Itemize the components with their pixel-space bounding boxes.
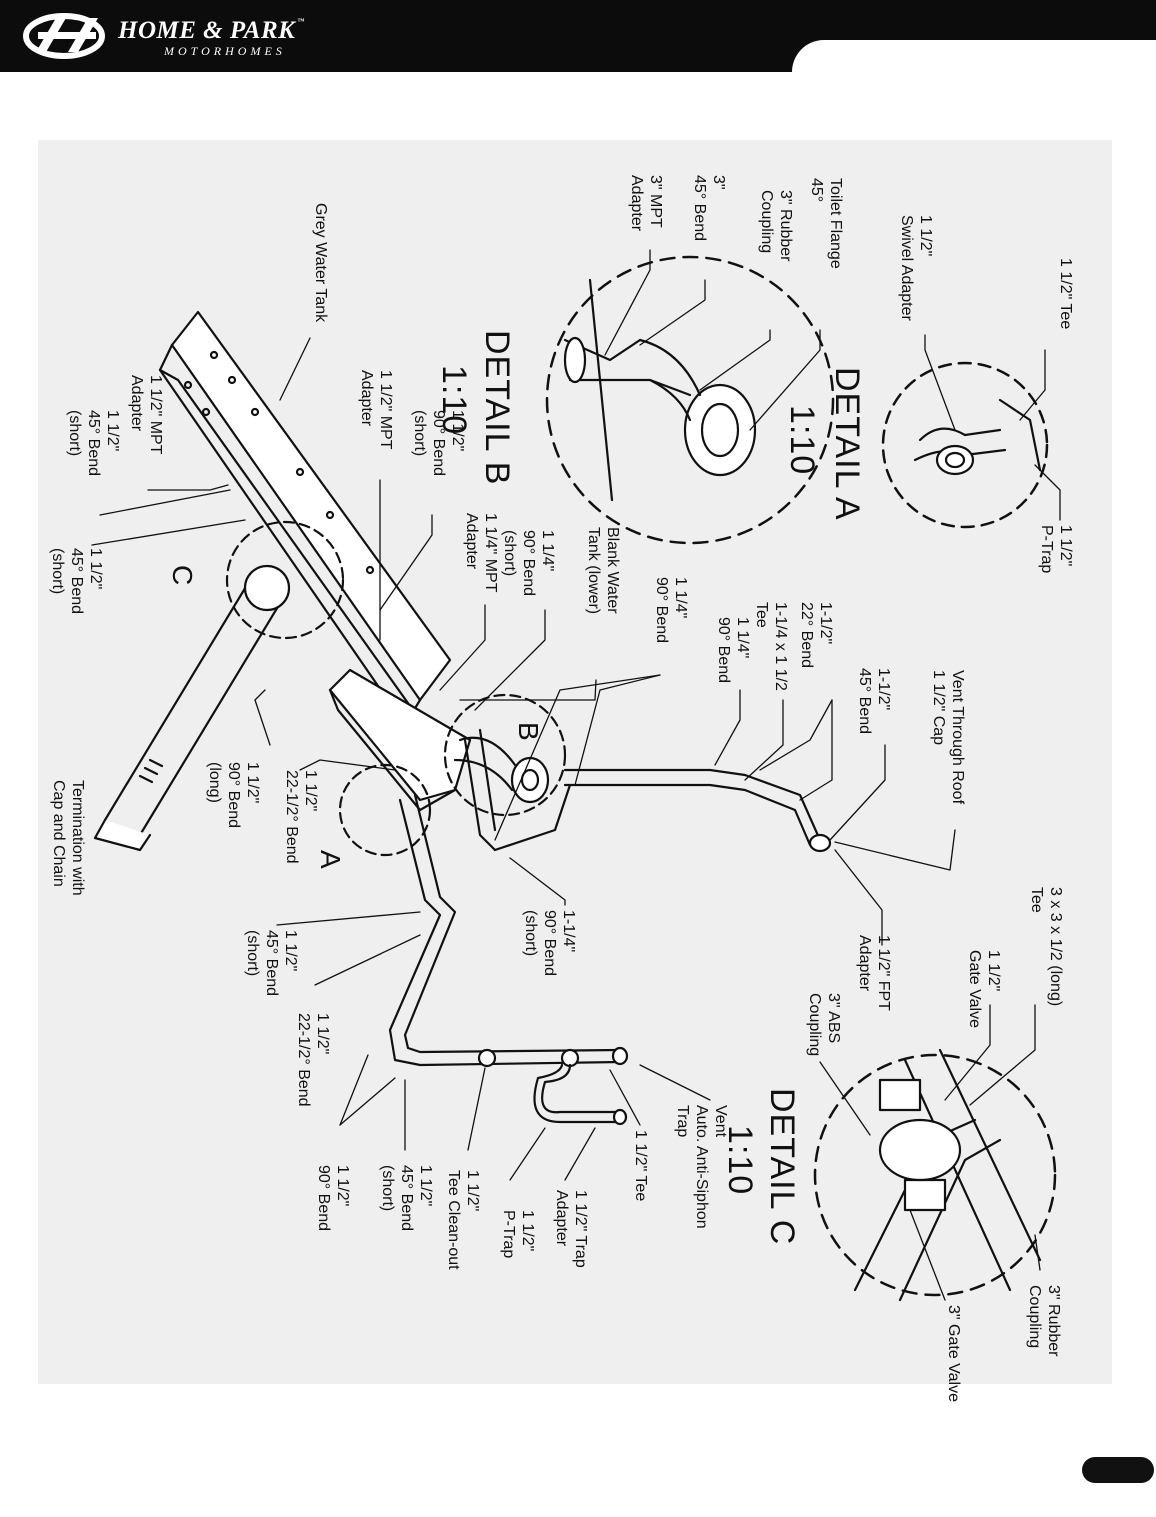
label-bend90-long-112: 1 1/2" 90° Bend (long) (206, 762, 261, 829)
header-tab (792, 40, 1156, 72)
label-tee-112: 1 1/2" Tee (1057, 258, 1074, 330)
label-bend90-bottom: 1 1/2" 90° Bend (315, 1165, 351, 1232)
lower-drain-drawing (388, 793, 629, 1126)
page-number-tab (1082, 1457, 1154, 1483)
logo-mark-icon (23, 13, 105, 59)
label-tee-cleanout: 1 1/2" Tee Clean-out (445, 1170, 481, 1270)
blank-water-tank-drawing (328, 668, 472, 812)
label-bend225-112-a: 1 1/2" 22-1/2° Bend (283, 770, 319, 864)
label-gate-valve-3: 3" Gate Valve (945, 1305, 962, 1402)
label-tee-112-bottom: 1 1/2" Tee (632, 1130, 649, 1202)
label-mpt-adapter-112-c: 1 1/2" MPT Adapter (128, 375, 164, 455)
label-bend225-mid: 1 1/2" 22-1/2° Bend (295, 1013, 331, 1107)
label-mpt-adapter-114: 1 1/4" MPT Adapter (463, 513, 499, 593)
detail-b-title: DETAIL B (478, 330, 516, 486)
label-grey-water-tank: Grey Water Tank (312, 203, 329, 323)
label-bend90-114: 1 1/4" 90° Bend (715, 617, 751, 684)
label-gate-valve-112: 1 1/2" Gate Valve (966, 950, 1002, 1028)
label-bend45-short-bottom: 1 1/2" 45° Bend (short) (379, 1165, 434, 1232)
detail-c-title: DETAIL C (763, 1088, 801, 1246)
label-bend45-112-top: 1-1/2" 45° Bend (856, 668, 892, 735)
label-mpt-adapter-3: 3" MPT Adapter (628, 175, 664, 232)
label-abs-coupling-3: 3" ABS Coupling (806, 993, 842, 1057)
label-bend45-short-112-top: 1 1/2" 45° Bend (short) (66, 410, 121, 477)
label-trap-adapter: 1 1/2" Trap Adapter (553, 1190, 589, 1268)
detail-marker-b: B (513, 722, 544, 742)
label-bend90-114-top: 1 1/4" 90° Bend (653, 577, 689, 644)
label-ptrap-a: 1 1/2" P-Trap (1038, 525, 1074, 574)
label-blank-water-tank: Blank Water Tank (lower) (585, 527, 621, 615)
label-bend90-short-114-b: 1-1/4" 90° Bend (short) (522, 910, 577, 977)
label-vent-trap: Vent Auto. Anti-Siphon Trap (674, 1105, 729, 1229)
label-bend90-short-114: 1 1/4" 90° Bend (short) (501, 530, 556, 597)
leader-lines (91, 249, 1061, 1301)
label-ptrap-bottom: 1 1/2" P-Trap (500, 1210, 536, 1259)
label-tee-3x3: 3 x 3 x 1/2 (long) Tee (1028, 887, 1064, 1007)
label-toilet-flange: Toilet Flange 45° (808, 178, 844, 269)
label-bend90-short-112: 1 1/2" 90° Bend (short) (411, 410, 466, 477)
label-mpt-adapter-112-b: 1 1/2" MPT Adapter (358, 370, 394, 450)
label-termination: Termination with Cap and Chain (50, 780, 86, 896)
detail-a-drawing (913, 398, 1042, 476)
label-rubber-coupling-3c: 3" Rubber Coupling (1026, 1285, 1062, 1357)
detail-b-drawing (563, 278, 757, 502)
label-swivel-adapter: 1 1/2" Swivel Adapter (898, 215, 934, 321)
label-bend-45-3: 3" 45° Bend (691, 175, 727, 242)
detail-a-title: DETAIL A (828, 367, 866, 521)
detail-c-drawing (853, 1048, 1042, 1302)
label-vent-through-roof: Vent Through Roof 1 1/2" Cap (930, 670, 966, 805)
grey-water-tank-drawing (158, 310, 452, 727)
label-bend45-short-mid: 1 1/2" 45° Bend (short) (244, 930, 299, 997)
detail-marker-c: C (167, 565, 198, 587)
brand-tagline: MOTORHOMES (164, 44, 286, 58)
label-rubber-coupling-3: 3" Rubber Coupling (758, 190, 794, 262)
drain-pipe-drawing (93, 564, 291, 852)
vent-pipe-drawing (463, 728, 832, 853)
detail-a-scale: 1:10 (783, 405, 821, 476)
label-bend45-short-112-c: 1 1/2" 45° Bend (short) (49, 548, 104, 615)
label-tee-114x112: 1-1/4 x 1 1/2 Tee (753, 602, 789, 691)
label-bend22-112: 1-1/2" 22° Bend (798, 602, 834, 669)
label-fpt-adapter: 1 1/2" FPT Adapter (856, 935, 892, 1011)
